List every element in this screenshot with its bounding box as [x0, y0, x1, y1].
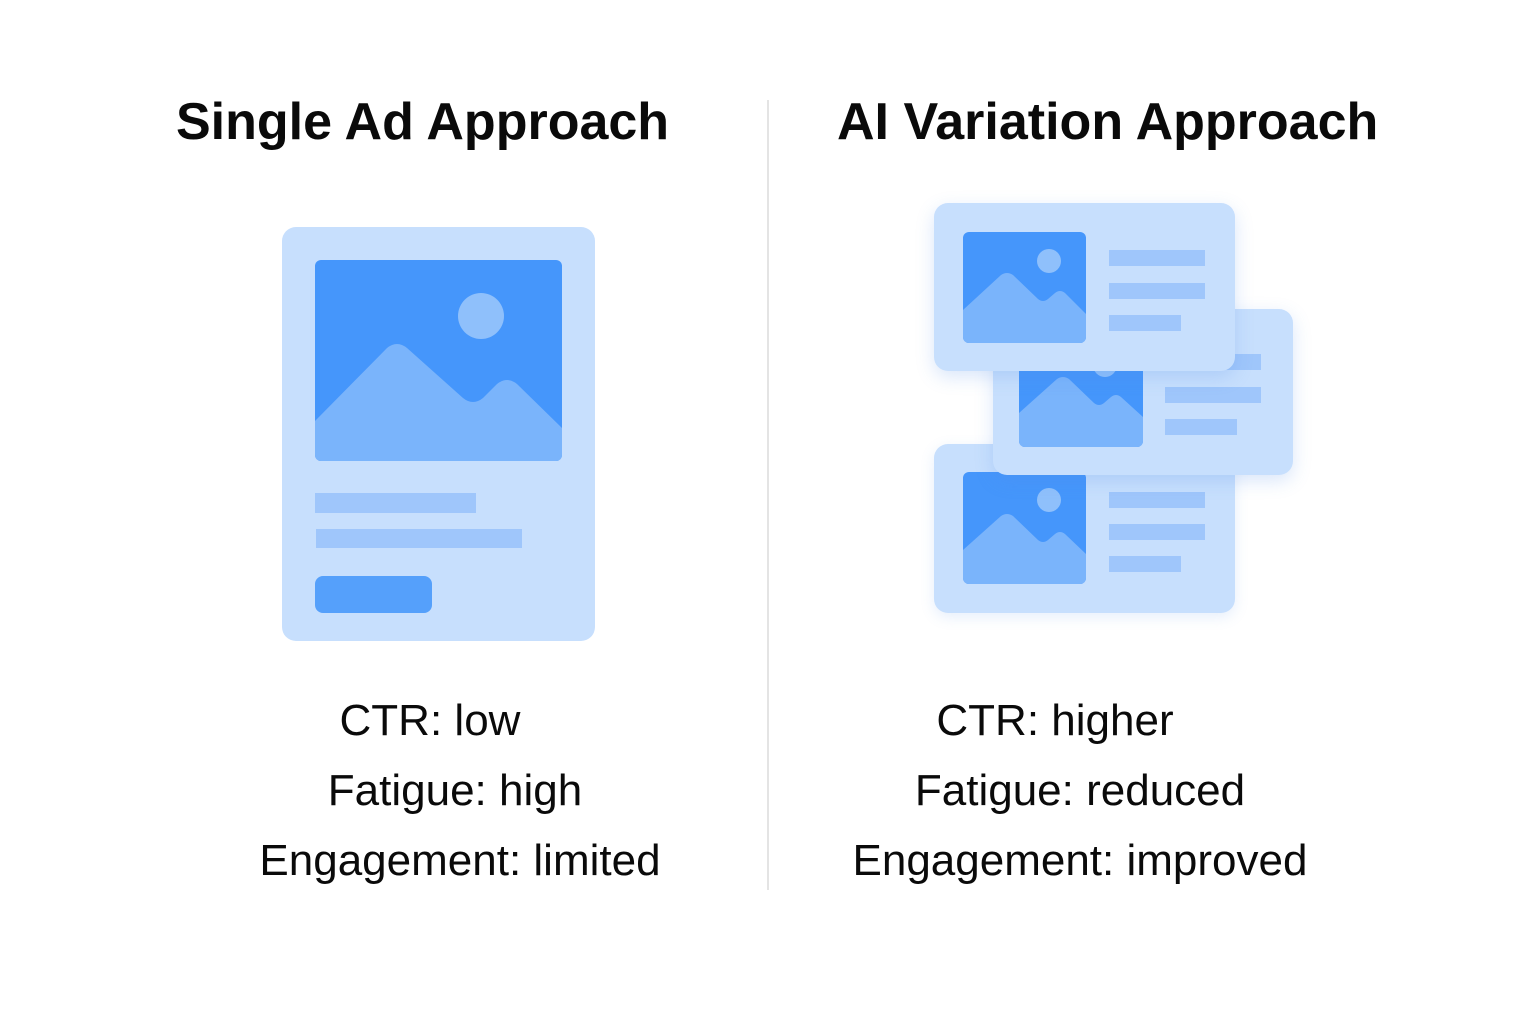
single-ad-stats: CTR: low Fatigue: high Engagement: limit… — [200, 686, 720, 896]
stat-value: improved — [1126, 836, 1308, 885]
text-placeholder — [1109, 283, 1205, 299]
stat-engagement: Engagement: improved — [800, 826, 1360, 896]
text-placeholder — [316, 529, 522, 548]
text-placeholder — [1109, 250, 1205, 266]
cta-button-placeholder — [315, 576, 432, 613]
stat-fatigue: Fatigue: high — [200, 756, 720, 826]
text-placeholder — [1109, 524, 1205, 540]
ai-variation-stats: CTR: higher Fatigue: reduced Engagement:… — [800, 686, 1360, 896]
text-placeholder — [1165, 419, 1237, 435]
text-placeholder — [1109, 492, 1205, 508]
stat-label: Engagement: — [259, 836, 522, 885]
stat-value: high — [499, 766, 583, 815]
stat-label: Fatigue: — [327, 766, 487, 815]
image-placeholder-icon — [315, 260, 562, 461]
ai-variation-title: AI Variation Approach — [837, 93, 1379, 151]
text-placeholder — [1109, 315, 1181, 331]
stat-value: reduced — [1086, 766, 1246, 815]
image-placeholder-icon — [963, 472, 1086, 584]
single-ad-card — [282, 227, 595, 641]
stat-engagement: Engagement: limited — [200, 826, 720, 896]
headline-placeholder — [315, 493, 476, 513]
single-ad-title: Single Ad Approach — [176, 93, 670, 151]
column-divider — [767, 100, 769, 890]
stat-ctr: CTR: low — [200, 686, 720, 756]
stat-label: Engagement: — [852, 836, 1115, 885]
stat-ctr: CTR: higher — [800, 686, 1360, 756]
stat-label: CTR: — [936, 696, 1040, 745]
stat-label: CTR: — [339, 696, 443, 745]
variation-card-1 — [934, 203, 1235, 371]
stat-value: limited — [533, 836, 661, 885]
image-placeholder-icon — [963, 232, 1086, 343]
text-placeholder — [1109, 556, 1181, 572]
stat-value: higher — [1051, 696, 1174, 745]
stat-value: low — [454, 696, 521, 745]
text-placeholder — [1165, 387, 1261, 403]
stat-label: Fatigue: — [914, 766, 1074, 815]
stat-fatigue: Fatigue: reduced — [800, 756, 1360, 826]
